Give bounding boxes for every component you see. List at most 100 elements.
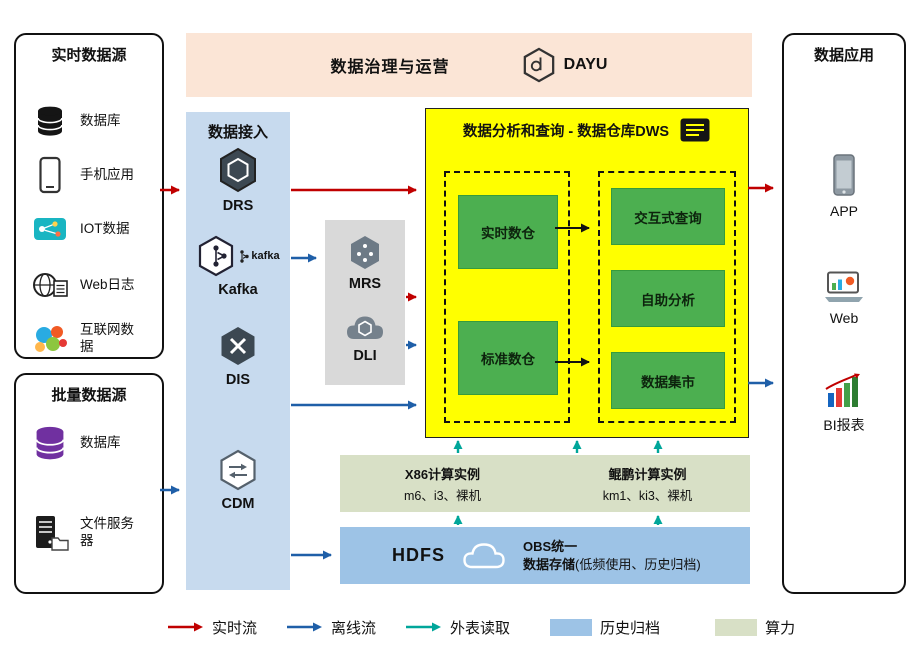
- banner-title: 数据治理与运营: [330, 59, 450, 76]
- dws-panel: 数据分析和查询 - 数据仓库DWS 实时数仓 标准数仓 交互式查询 自助分析 数…: [425, 108, 749, 438]
- dis-icon: [221, 327, 255, 365]
- dayu-label: DAYU: [563, 56, 608, 73]
- app-item-label: Web: [829, 310, 859, 326]
- obs-cloud-icon: [463, 542, 505, 568]
- file-server-icon: [28, 514, 72, 552]
- legend-swatch-archive: [550, 618, 593, 636]
- source-item-web-log: Web日志: [28, 259, 158, 311]
- legend-arrow-offline-icon: [287, 622, 323, 632]
- dws-title-row: 数据分析和查询 - 数据仓库DWS: [426, 117, 748, 143]
- iot-icon: [28, 214, 72, 244]
- warehouse-group: 实时数仓 标准数仓: [444, 171, 570, 423]
- globe-log-icon: [28, 270, 72, 300]
- ingestion-item-cdm: CDM: [186, 448, 290, 512]
- legend-item-external-read: 外表读取: [406, 617, 510, 638]
- dayu-icon: [523, 47, 554, 83]
- app-item-web: Web: [784, 270, 904, 326]
- kafka-k-icon: [240, 249, 250, 263]
- dws-title: 数据分析和查询 - 数据仓库DWS: [462, 123, 670, 140]
- kunpeng-compute: 鲲鹏计算实例 km1、ki3、裸机: [545, 455, 750, 512]
- data-ingestion-title: 数据接入: [207, 124, 268, 141]
- source-item-label: 文件服务器: [80, 516, 134, 548]
- processing-panel: MRS DLI: [325, 220, 405, 385]
- source-item-label: 互联网数据: [80, 322, 134, 354]
- legend-swatch-compute: [715, 618, 758, 636]
- ingestion-item-label: CDM: [221, 496, 255, 512]
- legend: 实时流 离线流 外表读取 历史归档 算力: [168, 612, 795, 642]
- legend-item-compute: 算力: [715, 617, 795, 638]
- ingestion-item-drs: DRS: [186, 146, 290, 214]
- web-monitor-icon: [825, 271, 863, 302]
- batch-sources-panel: 批量数据源 数据库: [14, 373, 164, 594]
- app-item-label: BI报表: [823, 417, 865, 433]
- cdm-icon: [220, 449, 256, 491]
- legend-label: 历史归档: [600, 619, 661, 637]
- data-applications-title: 数据应用: [813, 47, 874, 64]
- legend-label: 离线流: [331, 619, 377, 637]
- kafka-icon: [199, 235, 234, 277]
- source-item-file-server: 文件服务器: [28, 505, 158, 561]
- compute-panel: X86计算实例 m6、i3、裸机 鲲鹏计算实例 km1、ki3、裸机: [340, 455, 750, 512]
- standard-warehouse-box: 标准数仓: [458, 321, 558, 395]
- realtime-sources-title: 实时数据源: [51, 47, 127, 64]
- drs-icon: [220, 147, 256, 193]
- kunpeng-compute-title: 鲲鹏计算实例: [608, 466, 687, 482]
- legend-item-realtime: 实时流: [168, 617, 257, 638]
- ingestion-item-label: DRS: [222, 198, 254, 214]
- dayu-logo: DAYU: [522, 46, 608, 84]
- obs-note: (低频使用、历史归档): [575, 556, 701, 572]
- services-group: 交互式查询 自助分析 数据集市: [598, 171, 736, 423]
- processing-item-label: MRS: [348, 276, 382, 292]
- kafka-wordmark: kafka: [239, 249, 280, 264]
- interactive-query-box: 交互式查询: [611, 188, 725, 245]
- self-service-analysis-box: 自助分析: [611, 270, 725, 327]
- processing-item-label: DLI: [353, 348, 377, 364]
- legend-label: 算力: [765, 619, 796, 637]
- data-applications-panel: 数据应用 APP Web: [782, 33, 906, 594]
- kunpeng-compute-models: km1、ki3、裸机: [602, 488, 693, 503]
- source-item-database: 数据库: [28, 95, 158, 147]
- governance-banner: 数据治理与运营 DAYU: [186, 33, 752, 97]
- ingestion-item-label: DIS: [225, 372, 251, 388]
- processing-item-dli: DLI: [325, 312, 405, 364]
- database-purple-icon: [28, 424, 72, 462]
- dli-icon: [347, 316, 383, 339]
- database-icon: [28, 104, 72, 138]
- legend-arrow-realtime-icon: [168, 622, 203, 632]
- batch-sources-title: 批量数据源: [51, 387, 127, 404]
- bi-chart-icon: [825, 373, 860, 407]
- storage-panel: HDFS OBS统一 数据存储(低频使用、历史归档): [340, 527, 750, 584]
- x86-compute-title: X86计算实例: [404, 466, 481, 482]
- source-item-internet-data: 互联网数据: [28, 313, 158, 365]
- realtime-warehouse-box: 实时数仓: [458, 195, 558, 269]
- processing-item-mrs: MRS: [325, 234, 405, 292]
- realtime-sources-panel: 实时数据源 数据库 手机应用: [14, 33, 164, 359]
- dws-doc-icon: [680, 118, 710, 142]
- obs-storage-text: OBS统一 数据存储(低频使用、历史归档): [523, 538, 701, 573]
- data-ingestion-panel: 数据接入 DRS: [186, 112, 290, 590]
- legend-label: 实时流: [212, 619, 258, 637]
- obs-title-line2: 数据存储: [523, 556, 576, 572]
- source-item-batch-database: 数据库: [28, 415, 158, 471]
- mrs-icon: [351, 236, 379, 269]
- app-item-app: APP: [784, 153, 904, 219]
- app-item-label: APP: [829, 203, 858, 219]
- x86-compute: X86计算实例 m6、i3、裸机: [340, 455, 545, 512]
- legend-item-archive: 历史归档: [550, 617, 660, 638]
- internet-data-icon: [28, 323, 72, 355]
- kafka-wordmark-text: kafka: [251, 250, 280, 262]
- source-item-label: 数据库: [80, 112, 121, 128]
- obs-title-line1: OBS统一: [523, 538, 578, 554]
- source-item-label: IOT数据: [80, 220, 130, 236]
- app-phone-icon: [833, 154, 855, 196]
- source-item-label: Web日志: [80, 276, 135, 292]
- ingestion-item-kafka: kafka Kafka: [186, 234, 290, 298]
- hdfs-label: HDFS: [392, 545, 445, 565]
- legend-item-offline: 离线流: [287, 617, 376, 638]
- source-item-label: 数据库: [80, 434, 121, 450]
- source-item-label: 手机应用: [80, 166, 134, 182]
- ingestion-item-dis: DIS: [186, 324, 290, 388]
- legend-arrow-external-icon: [406, 622, 442, 632]
- app-item-bi-report: BI报表: [784, 373, 904, 435]
